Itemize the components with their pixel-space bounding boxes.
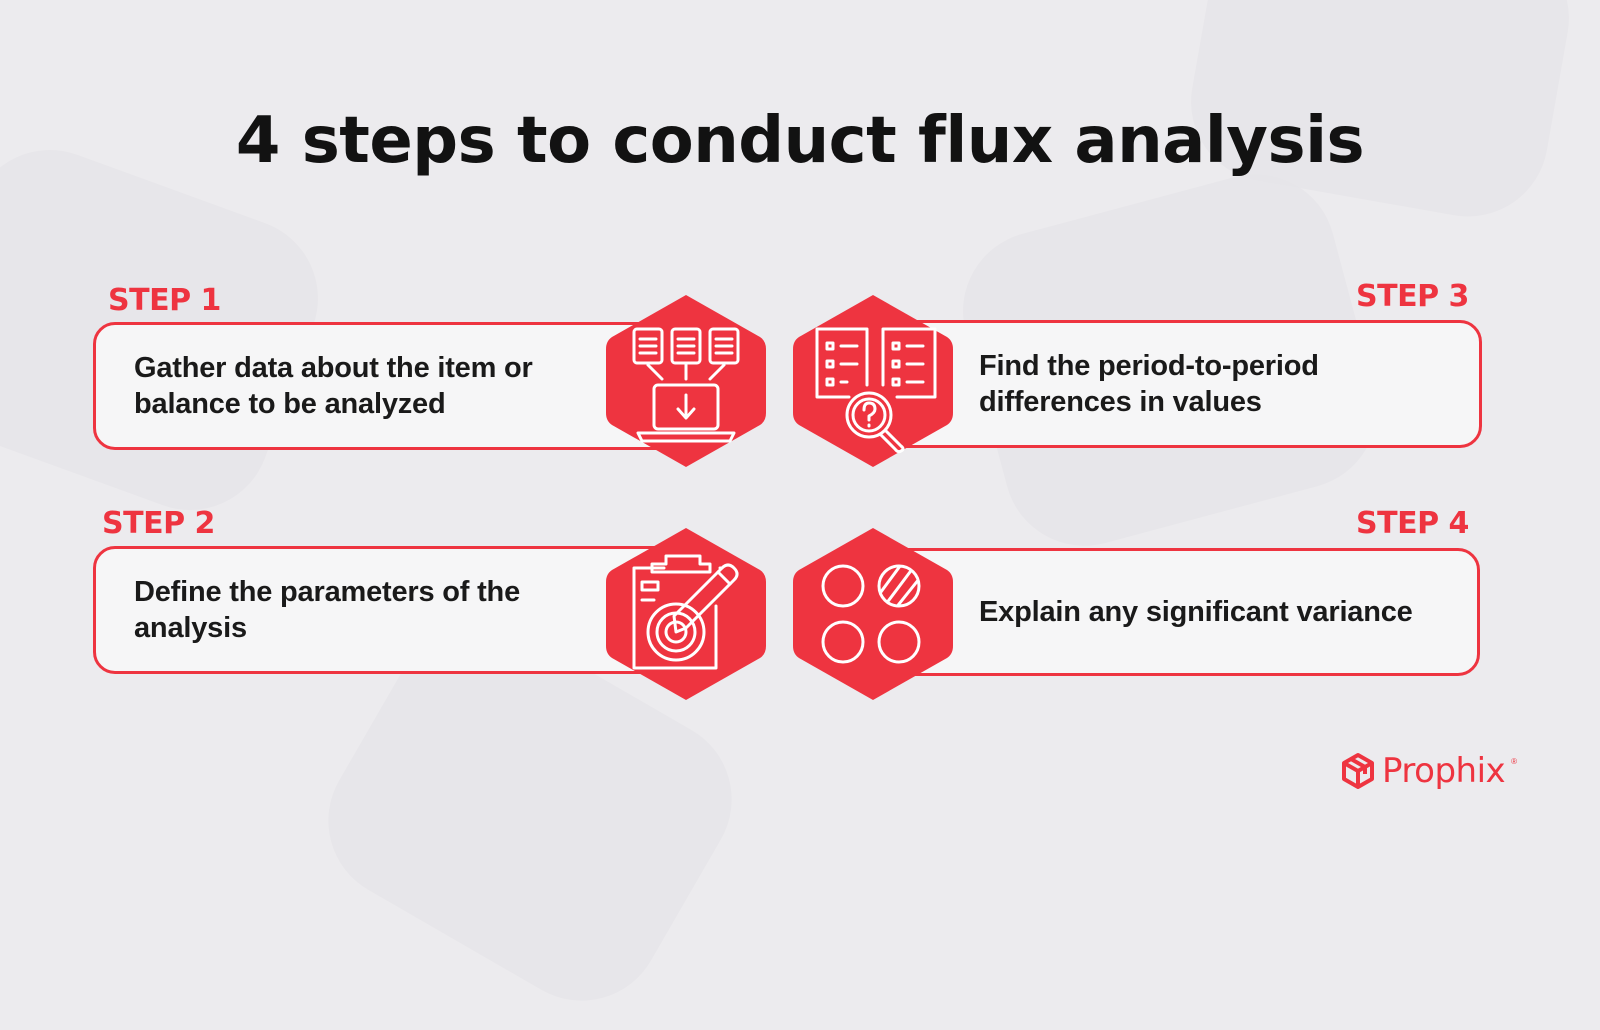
step-1-card: Gather data about the item or balance to…: [93, 322, 693, 450]
step-4-label: STEP 4: [1356, 506, 1469, 541]
prophix-cube-icon: [1342, 753, 1374, 789]
four-circles-one-hatched-icon: [793, 528, 953, 700]
step-3-label: STEP 3: [1356, 279, 1469, 314]
step-2-label: STEP 2: [102, 506, 215, 541]
step-2-text-line2: analysis: [134, 612, 247, 644]
step-2-text-line1: Define the parameters of the: [134, 576, 520, 608]
step-3-card: Find the period-to-period differences in…: [880, 320, 1482, 448]
logo-wordmark: Prophix: [1382, 751, 1506, 791]
documents-to-laptop-download-icon: [606, 295, 766, 467]
step-2-card: Define the parameters of the analysis: [93, 546, 693, 674]
step-1-label: STEP 1: [108, 283, 221, 318]
step-1-text-line1: Gather data about the item or: [134, 352, 533, 384]
page-title: 4 steps to conduct flux analysis: [235, 104, 1365, 178]
step-4-card: Explain any significant variance: [880, 548, 1480, 676]
step-3-text-line1: Find the period-to-period: [979, 350, 1319, 382]
checklists-magnifier-question-icon: [793, 295, 953, 467]
step-4-text-line1: Explain any significant variance: [979, 596, 1413, 628]
prophix-logo: Prophix ®: [1340, 751, 1517, 791]
step-3-text-line2: differences in values: [979, 386, 1262, 418]
registered-mark: ®: [1511, 757, 1518, 766]
clipboard-target-pencil-icon: [606, 528, 766, 700]
step-1-text-line2: balance to be analyzed: [134, 388, 446, 420]
